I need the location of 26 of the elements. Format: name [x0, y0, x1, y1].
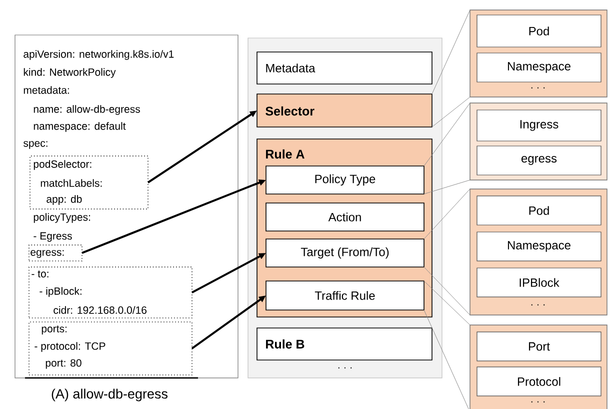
zoom-line — [424, 280, 470, 326]
zoom-line — [424, 310, 470, 409]
highlight-box: ports: - protocol: TCP port: 80 — [28, 322, 192, 376]
option-box: egress — [476, 146, 602, 176]
option-box: Pod — [476, 14, 602, 48]
option-box: Ingress — [476, 110, 602, 142]
option-box: Pod — [476, 196, 602, 226]
field-box: Rule B — [256, 328, 432, 360]
option-box: Namespace — [476, 52, 602, 82]
zoom-line — [424, 102, 470, 166]
zoom-line — [424, 188, 470, 240]
option-box: Port — [476, 332, 602, 362]
zoom-line — [432, 10, 470, 94]
panel-label: (A) allow-db-egress — [52, 388, 168, 402]
zoom-line — [432, 96, 470, 128]
field-box: Selector — [256, 94, 432, 128]
field-box: Traffic Rule — [266, 280, 424, 310]
field-box: Policy Type — [266, 166, 424, 194]
option-box: IPBlock — [476, 268, 602, 298]
field-box: Metadata — [256, 52, 432, 84]
field-box: Action — [266, 202, 424, 232]
option-box: Protocol — [476, 366, 602, 396]
highlight-box: egress: — [28, 244, 82, 262]
zoom-line — [424, 266, 470, 316]
field-box: Target (From/To) — [266, 238, 424, 268]
option-box: Namespace — [476, 232, 602, 262]
